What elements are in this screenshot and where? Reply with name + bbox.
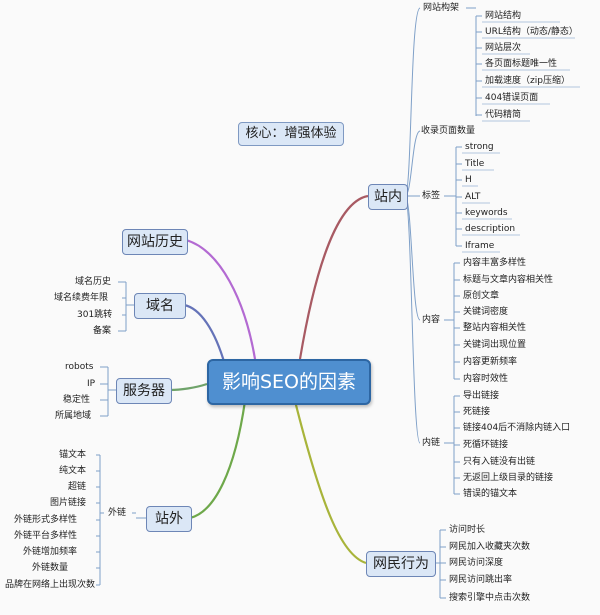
fuwuqi-item: IP — [87, 379, 96, 389]
wangmin-item: 访问时长 — [449, 525, 486, 535]
biaoqian-item: description — [465, 224, 516, 234]
yuming-item: 301跳转 — [77, 310, 113, 320]
neirong-item: 整站内容相关性 — [463, 323, 527, 333]
biaoqian-item: Title — [465, 159, 485, 169]
wangmin-item: 搜索引擎中点击次数 — [449, 593, 531, 603]
fuwuqi-item: 稳定性 — [63, 395, 91, 405]
fuwuqi-item: robots — [65, 362, 94, 372]
yuming-item: 备案 — [93, 326, 112, 336]
neilian-item: 死链接 — [463, 407, 491, 417]
topic-fuwuqi[interactable]: 服务器 — [116, 378, 172, 404]
subtopic-biaoqian[interactable]: 标签 — [422, 191, 441, 201]
neirong-item: 内容丰富多样性 — [463, 258, 527, 268]
neirong-item: 标题与文章内容相关性 — [463, 275, 554, 285]
topic-yuming[interactable]: 域名 — [134, 293, 186, 319]
neirong-item: 内容时效性 — [463, 374, 509, 384]
topic-zhanwai[interactable]: 站外 — [146, 506, 192, 532]
jiagou-item: 加载速度（zip压缩） — [485, 76, 570, 86]
biaoqian-item: keywords — [465, 208, 508, 218]
jiagou-item: 网站结构 — [485, 11, 522, 21]
subtopic-neirong[interactable]: 内容 — [422, 315, 441, 325]
zhanwai-waimian-label[interactable]: 外链 — [108, 508, 127, 518]
neilian-item: 死循环链接 — [463, 440, 509, 450]
subtopic-neilian[interactable]: 内链 — [422, 438, 441, 448]
zhanwai-item: 超链 — [68, 482, 87, 492]
wangmin-item: 网民访问跳出率 — [449, 575, 513, 585]
jiagou-item: 代码精简 — [485, 110, 522, 120]
subtopic-shoulu[interactable]: 收录页面数量 — [421, 126, 476, 136]
zhanwai-item: 图片链接 — [50, 498, 87, 508]
zhanwai-item: 外链平台多样性 — [14, 531, 78, 541]
zhanwai-item: 外链增加频率 — [23, 547, 78, 557]
branch-fuwuqi — [169, 382, 208, 392]
zhanwai-item: 纯文本 — [59, 466, 87, 476]
neirong-item: 关键词出现位置 — [463, 340, 527, 350]
fuwuqi-item: 所属地域 — [55, 411, 92, 421]
zhanwai-item: 品牌在网络上出现次数 — [5, 580, 96, 590]
branch-zhanwai — [189, 400, 247, 520]
wangmin-item: 网民访问深度 — [449, 558, 504, 568]
branch-zhannei — [298, 194, 369, 360]
central-topic[interactable]: 影响SEO的因素 — [207, 359, 371, 405]
biaoqian-item: strong — [465, 142, 494, 152]
neilian-item: 导出链接 — [463, 391, 500, 401]
branch-yuming — [183, 303, 227, 366]
zhanwai-item: 锚文本 — [59, 450, 87, 460]
neirong-item: 关键词密度 — [463, 307, 509, 317]
biaoqian-item: ALT — [465, 192, 481, 202]
jiagou-item: 网站层次 — [485, 43, 522, 53]
zhanwai-item: 外链形式多样性 — [14, 515, 78, 525]
yuming-item: 域名历史 — [75, 277, 112, 287]
branch-wangmin — [293, 400, 367, 565]
neilian-item: 只有入链没有出链 — [463, 457, 536, 467]
topic-zhannei[interactable]: 站内 — [368, 184, 408, 210]
neilian-item: 链接404后不消除内链入口 — [463, 423, 571, 433]
neirong-item: 原创文章 — [463, 291, 500, 301]
jiagou-item: 404错误页面 — [485, 93, 539, 103]
neilian-item: 错误的锚文本 — [463, 489, 518, 499]
zhanwai-item: 外链数量 — [32, 563, 69, 573]
biaoqian-item: Iframe — [465, 241, 495, 251]
neilian-item: 无返回上级目录的链接 — [463, 473, 554, 483]
branch-lishi — [185, 238, 257, 360]
yuming-item: 域名续费年限 — [54, 293, 109, 303]
subtopic-wangzhan-jiagou[interactable]: 网站构架 — [423, 3, 460, 13]
jiagou-item: 各页面标题唯一性 — [485, 59, 558, 69]
jiagou-item: URL结构（动态/静态） — [485, 27, 578, 37]
topic-lishi[interactable]: 网站历史 — [122, 229, 188, 255]
neirong-item: 内容更新频率 — [463, 357, 518, 367]
biaoqian-item: H — [465, 175, 472, 185]
core-note: 核心：增强体验 — [238, 122, 344, 146]
wangmin-item: 网民加入收藏夹次数 — [449, 542, 531, 552]
topic-wangmin[interactable]: 网民行为 — [366, 551, 436, 577]
